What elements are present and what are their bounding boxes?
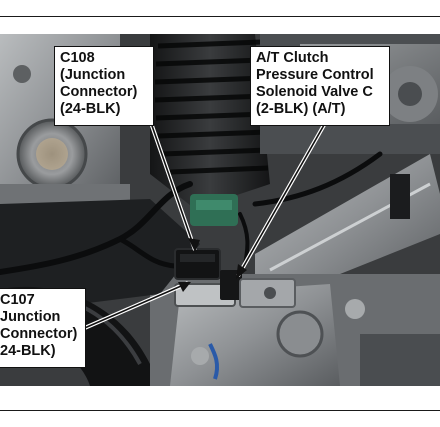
- green-connector: [190, 194, 238, 226]
- solenoid-valve: [239, 278, 296, 308]
- bottom-rule: [0, 410, 440, 411]
- solenoid-valve-callout: A/T Clutch Pressure Control Solenoid Val…: [250, 46, 390, 126]
- c107-callout: C107 Junction Connector) 24-BLK): [0, 288, 86, 368]
- c108-connector: [174, 248, 221, 280]
- top-rule: [0, 16, 440, 17]
- c108-callout: C108 (Junction Connector) (24-BLK): [54, 46, 154, 126]
